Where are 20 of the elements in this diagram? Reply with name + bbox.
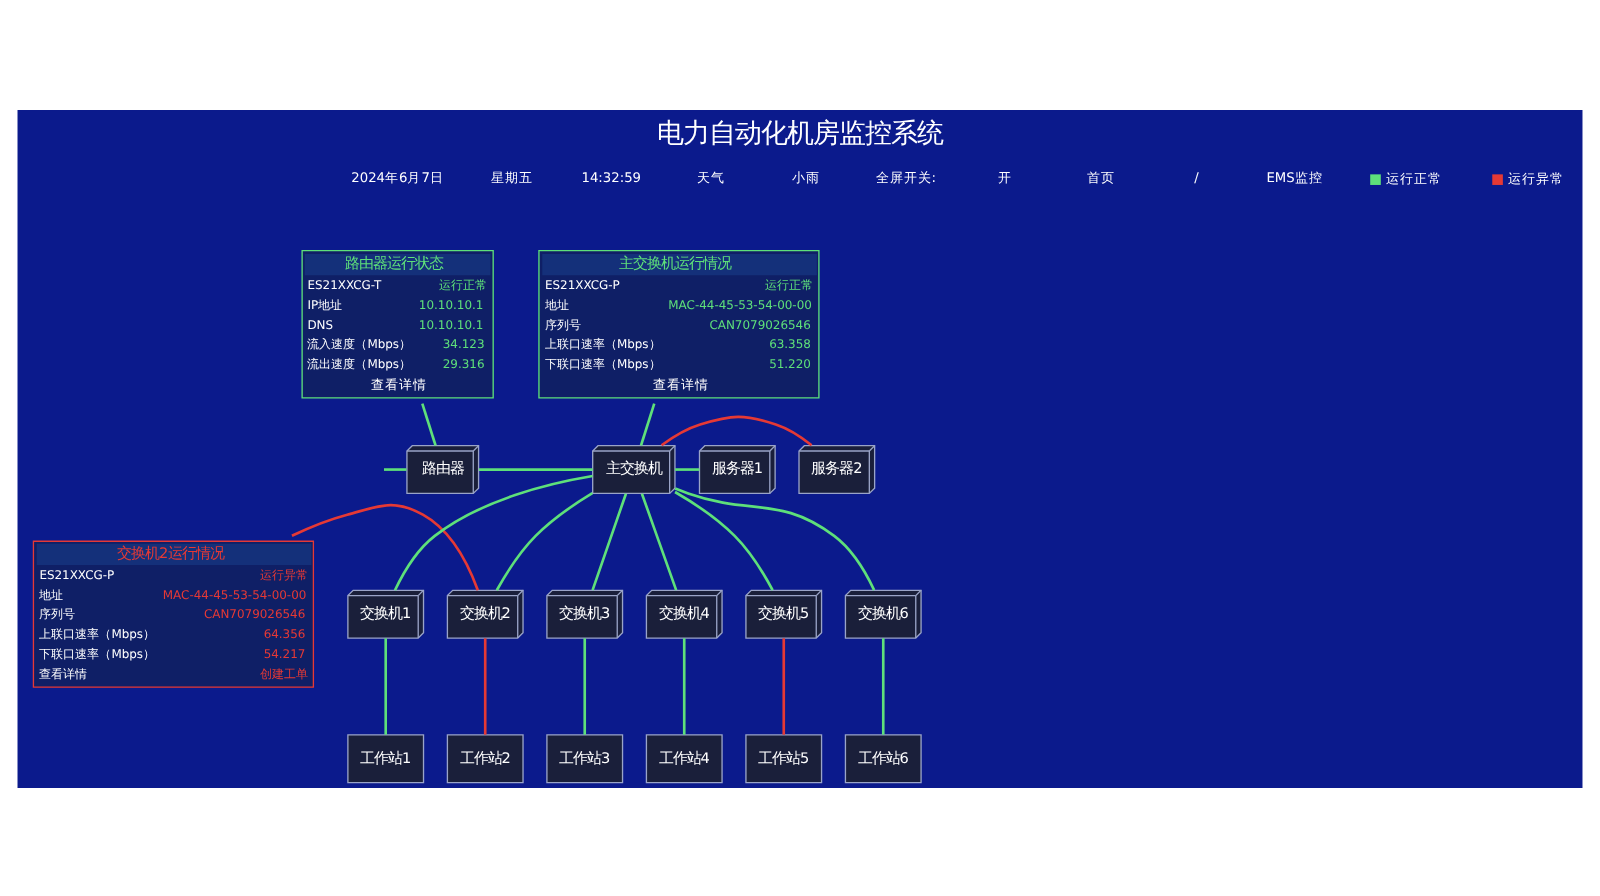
connector	[782, 637, 786, 734]
connector	[384, 637, 388, 734]
connector	[674, 486, 876, 590]
diagram-title: 电力自动化机房监控系统	[657, 118, 943, 149]
connector	[640, 492, 678, 590]
connector	[660, 414, 813, 446]
connector	[483, 637, 487, 734]
connector	[591, 492, 628, 590]
connector	[674, 489, 774, 590]
connector	[478, 467, 593, 470]
connector	[583, 637, 587, 734]
connector	[675, 467, 700, 470]
connector	[639, 402, 656, 445]
connector	[495, 491, 594, 590]
connector	[291, 502, 480, 590]
connector	[881, 637, 885, 734]
connector	[421, 402, 437, 445]
connector	[384, 467, 407, 470]
connector	[393, 473, 593, 590]
connector	[682, 637, 686, 734]
